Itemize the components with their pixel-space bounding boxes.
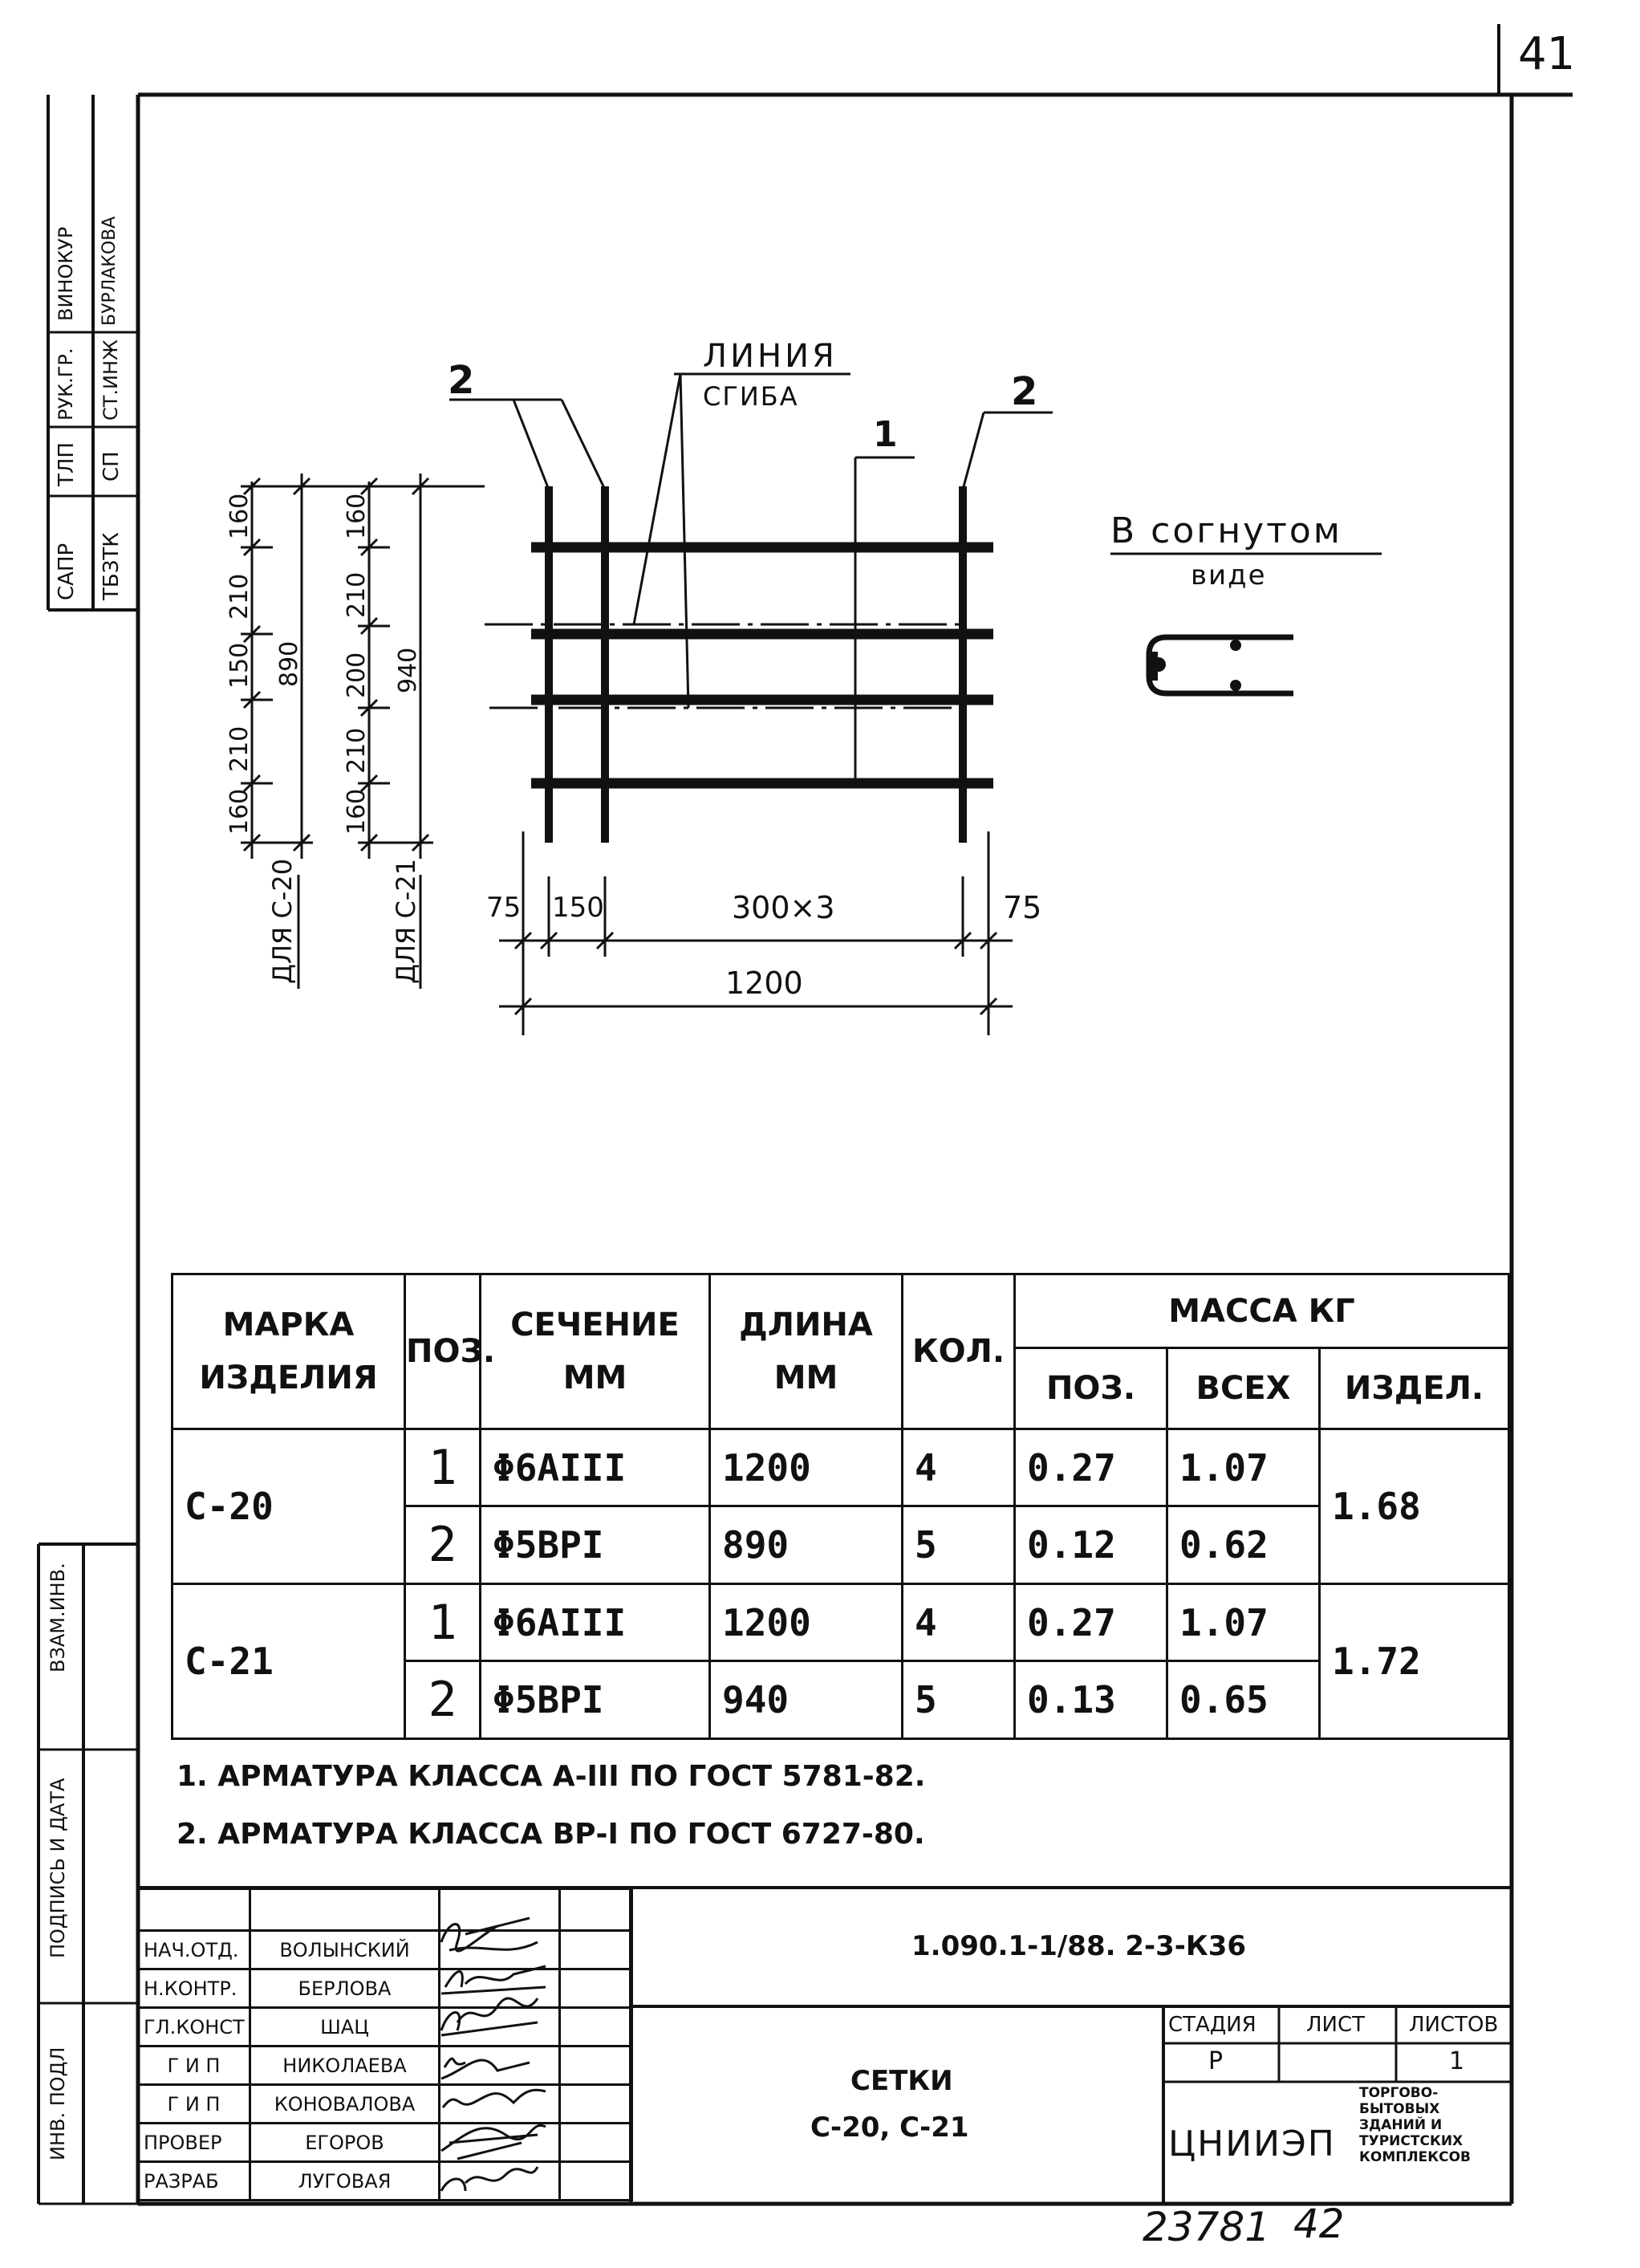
role-cell: Н.КОНТР. (136, 1968, 251, 2009)
mass-pos-cell: 0.13 (1013, 1660, 1168, 1740)
mark-cell: С-21 (171, 1582, 406, 1741)
section-cell: Φ5ВРI (479, 1505, 711, 1585)
title-block-row: НАЧ.ОТД. ВОЛЫНСКИЙ (136, 1929, 633, 1970)
mass-all-cell: 0.65 (1166, 1660, 1321, 1740)
mass-item-cell: 1.68 (1318, 1427, 1510, 1585)
qty-cell: 4 (901, 1582, 1016, 1663)
sheets-label: ЛИСТОВ (1409, 2013, 1499, 2037)
role-cell: НАЧ.ОТД. (136, 1929, 251, 1970)
role-cell: ГЛ.КОНСТ (136, 2006, 251, 2047)
title-block-row: Г И П НИКОЛАЕВА (136, 2045, 633, 2086)
header-qty: КОЛ. (901, 1273, 1016, 1430)
length-cell: 940 (708, 1660, 903, 1740)
name-cell: НИКОЛАЕВА (249, 2045, 440, 2086)
pos-cell: 1 (404, 1582, 481, 1663)
title-block-row: Г И П КОНОВАЛОВА (136, 2083, 633, 2124)
name-cell: ВОЛЫНСКИЙ (249, 1929, 440, 1970)
table-row: С-21 1 Φ6AIII 1200 4 0.27 1.07 1.72 (171, 1582, 1510, 1741)
signatures (440, 1916, 546, 2192)
name-cell: ЕГОРОВ (249, 2122, 440, 2163)
sheets-value: 1 (1449, 2047, 1465, 2075)
mass-pos-cell: 0.27 (1013, 1427, 1168, 1508)
table-row: 2 Φ5ВРI 940 5 0.13 0.65 (173, 1660, 1509, 1740)
signature-cell (438, 2160, 561, 2201)
dim-75-left: 75 (486, 892, 522, 924)
dim-150: 150 (552, 892, 604, 924)
header-section: СЕЧЕНИЕ ММ (479, 1273, 711, 1430)
note-2: 2. АРМАТУРА КЛАССА ВР-I ПО ГОСТ 6727-80. (177, 1818, 925, 1851)
header-mass-all: ВСЕХ (1166, 1347, 1321, 1430)
org-description: ТОРГОВО- БЫТОВЫХ ЗДАНИЙ И ТУРИСТСКИХ КОМ… (1359, 2085, 1472, 2165)
stage-label: СТАДИЯ (1168, 2013, 1256, 2037)
name-cell: КОНОВАЛОВА (249, 2083, 440, 2124)
header-mass-pos: ПОЗ. (1013, 1347, 1168, 1430)
name-cell: ШАЦ (249, 2006, 440, 2047)
label-bend-line: ЛИНИЯ (703, 338, 838, 375)
header-length: ДЛИНА ММ (708, 1273, 903, 1430)
role-cell: ПРОВЕР (136, 2122, 251, 2163)
mass-pos-cell: 0.27 (1013, 1582, 1168, 1663)
mass-all-cell: 0.62 (1166, 1505, 1321, 1585)
qty-cell: 5 (901, 1660, 1016, 1740)
length-cell: 890 (708, 1505, 903, 1585)
dim-300x3: 300×3 (732, 890, 835, 925)
page-number: 41 (1518, 28, 1576, 80)
pos-label-2-left: 2 (448, 358, 475, 403)
role-cell: Г И П (136, 2083, 251, 2124)
note-1: 1. АРМАТУРА КЛАССА А-III ПО ГОСТ 5781-82… (177, 1760, 926, 1793)
pos-cell: 1 (404, 1427, 481, 1508)
specification-table: МАРКА ИЗДЕЛИЯ ПОЗ. СЕЧЕНИЕ ММ ДЛИНА ММ К… (171, 1272, 1510, 1741)
table-row: С-20 1 Φ6AIII 1200 4 0.27 1.07 1.68 (171, 1427, 1510, 1585)
pos-cell: 2 (404, 1660, 481, 1740)
name-cell: БЕРЛОВА (249, 1968, 440, 2009)
qty-cell: 5 (901, 1505, 1016, 1585)
role-cell: РАЗРАБ (136, 2160, 251, 2201)
bent-view-subtitle: виде (1191, 559, 1267, 591)
bent-view-title: В согнутом (1110, 510, 1342, 551)
pos-label-1: 1 (873, 414, 898, 455)
header-pos: ПОЗ. (404, 1273, 495, 1430)
drawing-title: СЕТКИ (850, 2065, 953, 2097)
section-cell: Φ5ВРI (479, 1660, 711, 1740)
mass-all-cell: 1.07 (1166, 1427, 1321, 1508)
org-name: ЦНИИЭП (1168, 2124, 1336, 2164)
section-cell: Φ6AIII (479, 1582, 711, 1663)
dim-1200: 1200 (725, 965, 803, 1001)
doc-code: 1.090.1-1/88. 2-3-К36 (911, 1930, 1247, 1962)
length-cell: 1200 (708, 1427, 903, 1508)
section-cell: Φ6AIII (479, 1427, 711, 1508)
footer-number-1: 23781 (1143, 2204, 1271, 2250)
drawing-subtitle: С-20, С-21 (810, 2112, 969, 2144)
mass-all-cell: 1.07 (1166, 1582, 1321, 1663)
mark-cell: С-20 (171, 1427, 406, 1585)
role-cell: Г И П (136, 2045, 251, 2086)
stage-value: Р (1208, 2047, 1224, 2075)
length-cell: 1200 (708, 1582, 903, 1663)
mass-item-cell: 1.72 (1318, 1582, 1510, 1741)
table-row: 2 Φ5ВРI 890 5 0.12 0.62 (173, 1505, 1509, 1585)
label-bend: СГИБА (703, 381, 799, 412)
title-block-row: РАЗРАБ ЛУГОВАЯ (136, 2160, 633, 2201)
header-mass-item: ИЗДЕЛ. (1318, 1347, 1510, 1430)
name-cell: ЛУГОВАЯ (249, 2160, 440, 2201)
footer-number-2: 42 (1293, 2201, 1345, 2247)
pos-cell: 2 (404, 1505, 481, 1585)
header-mass: МАССА КГ (1013, 1272, 1510, 1350)
pos-label-2-right: 2 (1011, 369, 1038, 414)
qty-cell: 4 (901, 1427, 1016, 1508)
sheet-label: ЛИСТ (1306, 2013, 1366, 2037)
header-mark: МАРКА ИЗДЕЛИЯ (171, 1273, 406, 1430)
mass-pos-cell: 0.12 (1013, 1505, 1168, 1585)
dim-75-right: 75 (1003, 890, 1042, 925)
